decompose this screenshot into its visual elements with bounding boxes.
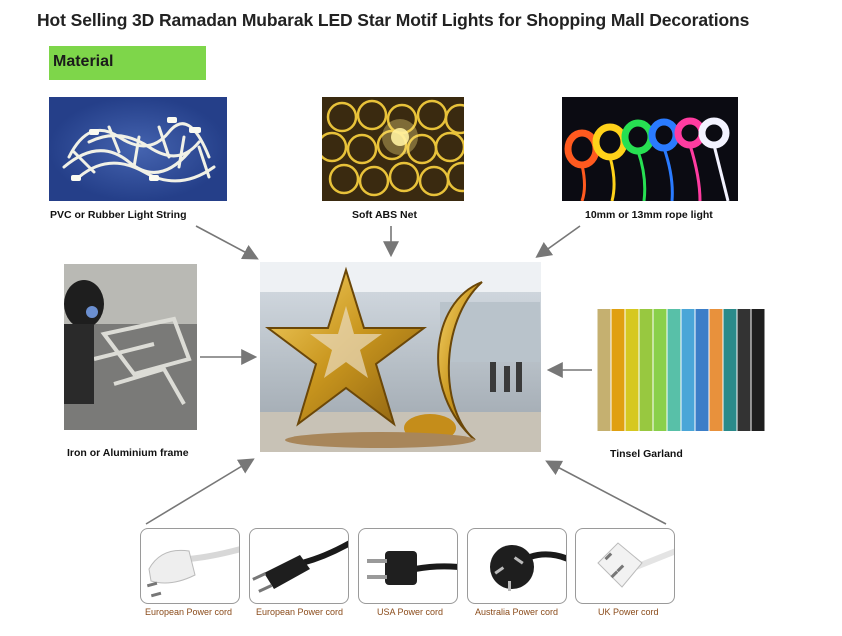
pvc-light-string-image [49,97,227,201]
frame-caption: Iron or Aluminium frame [67,447,189,459]
arrow-cord-left [145,458,255,525]
material-section-header: Material [49,46,206,80]
arrow-pvc [195,225,259,260]
cord-caption-euro: European Power cord [145,607,233,617]
abs-caption: Soft ABS Net [352,209,417,221]
euro-plug-icon [146,546,239,598]
cord-caption-uk: UK Power cord [598,607,659,617]
australia-plug-icon [490,545,566,591]
rope-caption: 10mm or 13mm rope light [585,209,713,221]
euro-flat-plug-box [249,528,349,604]
iron-frame-image [64,264,197,430]
euro-plug-box [140,528,240,604]
tinsel-garland-image [596,309,766,431]
rope-light-image [562,97,738,201]
cord-caption-usa: USA Power cord [377,607,444,617]
cord-caption-euro-flat: European Power cord [256,607,344,617]
usa-plug-icon [367,551,457,585]
cord-caption-australia: Australia Power cord [475,607,559,617]
australia-plug-box [467,528,567,604]
star-moon-product-image [260,262,541,452]
uk-plug-box [575,528,675,604]
pvc-caption: PVC or Rubber Light String [50,209,187,221]
euro-flat-plug-icon [252,540,348,593]
arrow-rope [535,225,581,258]
tinsel-caption: Tinsel Garland [610,448,683,460]
page-title: Hot Selling 3D Ramadan Mubarak LED Star … [37,10,750,30]
usa-plug-box [358,528,458,604]
uk-plug-icon [597,542,674,588]
material-label: Material [53,53,114,70]
arrow-cord-right [545,460,667,525]
abs-net-image [322,97,464,201]
